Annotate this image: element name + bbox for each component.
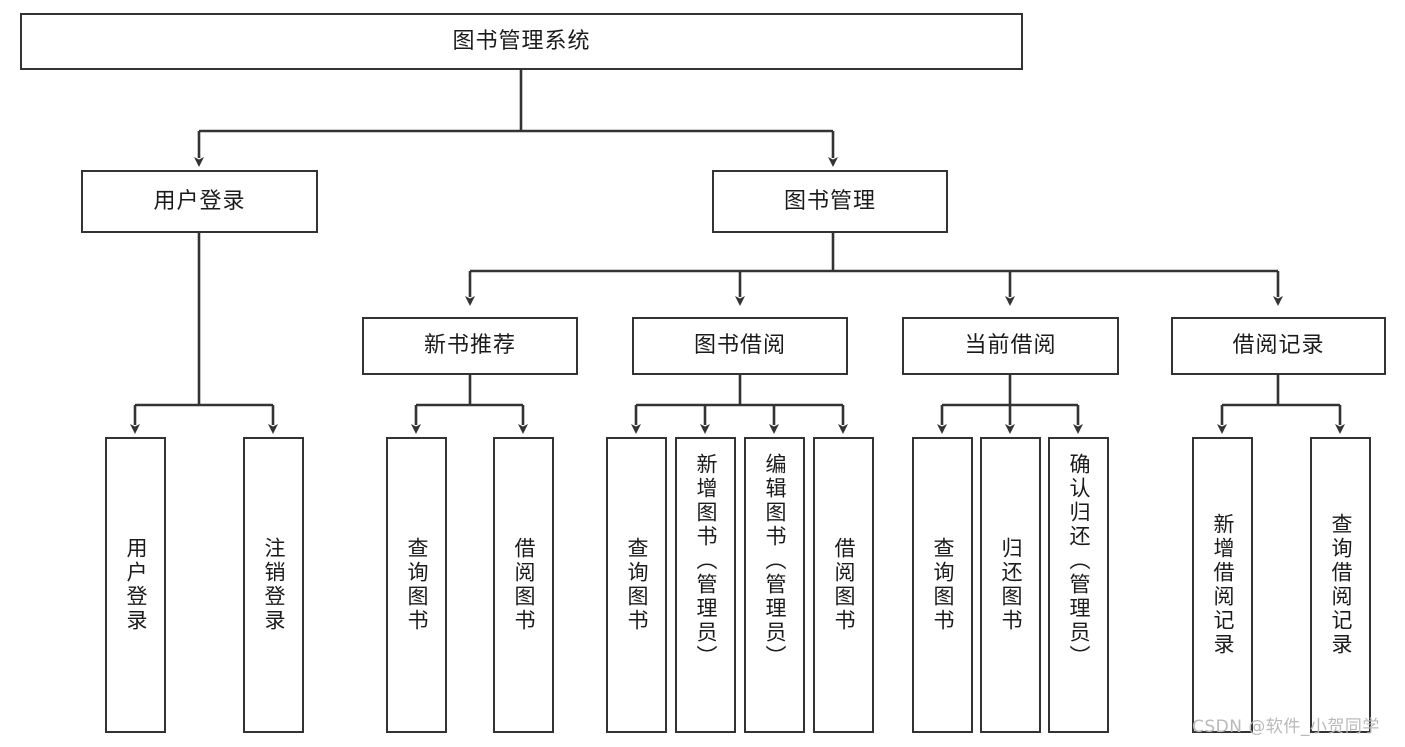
leaf-cb-return-book[interactable]: 归还图书	[980, 437, 1041, 733]
leaf-br-query-record[interactable]: 查询借阅记录	[1310, 437, 1371, 733]
leaf-nb-borrow-book[interactable]: 借阅图书	[493, 437, 554, 733]
node-root[interactable]: 图书管理系统	[20, 13, 1023, 70]
node-new-book-recommend[interactable]: 新书推荐	[362, 317, 578, 375]
leaf-bb-add-book-label: 新增图书（管理员）	[694, 453, 718, 669]
leaf-bb-borrow-book[interactable]: 借阅图书	[813, 437, 874, 733]
node-book-management-label: 图书管理	[783, 188, 876, 214]
leaf-user-login-label: 用户登录	[124, 537, 148, 633]
leaf-cb-confirm-return-label: 确认归还（管理员）	[1067, 453, 1091, 669]
node-borrow-record-label: 借阅记录	[1232, 333, 1325, 359]
leaf-bb-add-book[interactable]: 新增图书（管理员）	[675, 437, 736, 733]
node-new-book-recommend-label: 新书推荐	[423, 333, 516, 359]
node-book-borrow-label: 图书借阅	[693, 333, 786, 359]
csdn-watermark: CSDN @软件_小贺同学	[1192, 717, 1380, 737]
leaf-logout-label: 注销登录	[262, 537, 286, 633]
leaf-nb-query-book[interactable]: 查询图书	[386, 437, 447, 733]
node-current-borrow-label: 当前借阅	[964, 333, 1057, 359]
leaf-cb-query-book[interactable]: 查询图书	[912, 437, 973, 733]
leaf-bb-edit-book[interactable]: 编辑图书（管理员）	[744, 437, 805, 733]
node-user-login-label: 用户登录	[153, 188, 246, 214]
leaf-bb-query-book-label: 查询图书	[625, 537, 649, 633]
leaf-cb-return-book-label: 归还图书	[999, 537, 1023, 633]
leaf-br-add-record-label: 新增借阅记录	[1211, 513, 1235, 657]
node-current-borrow[interactable]: 当前借阅	[902, 317, 1119, 375]
leaf-br-query-record-label: 查询借阅记录	[1329, 513, 1353, 657]
leaf-logout[interactable]: 注销登录	[243, 437, 304, 733]
leaf-user-login[interactable]: 用户登录	[105, 437, 166, 733]
leaf-nb-query-book-label: 查询图书	[405, 537, 429, 633]
node-book-borrow[interactable]: 图书借阅	[632, 317, 848, 375]
leaf-br-add-record[interactable]: 新增借阅记录	[1192, 437, 1253, 733]
leaf-bb-query-book[interactable]: 查询图书	[606, 437, 667, 733]
leaf-nb-borrow-book-label: 借阅图书	[512, 537, 536, 633]
leaf-bb-borrow-book-label: 借阅图书	[832, 537, 856, 633]
node-borrow-record[interactable]: 借阅记录	[1171, 317, 1386, 375]
leaf-bb-edit-book-label: 编辑图书（管理员）	[763, 453, 787, 669]
node-user-login[interactable]: 用户登录	[81, 170, 318, 233]
leaf-cb-confirm-return[interactable]: 确认归还（管理员）	[1048, 437, 1109, 733]
node-book-management[interactable]: 图书管理	[712, 170, 948, 233]
leaf-cb-query-book-label: 查询图书	[931, 537, 955, 633]
node-root-label: 图书管理系统	[452, 28, 591, 54]
